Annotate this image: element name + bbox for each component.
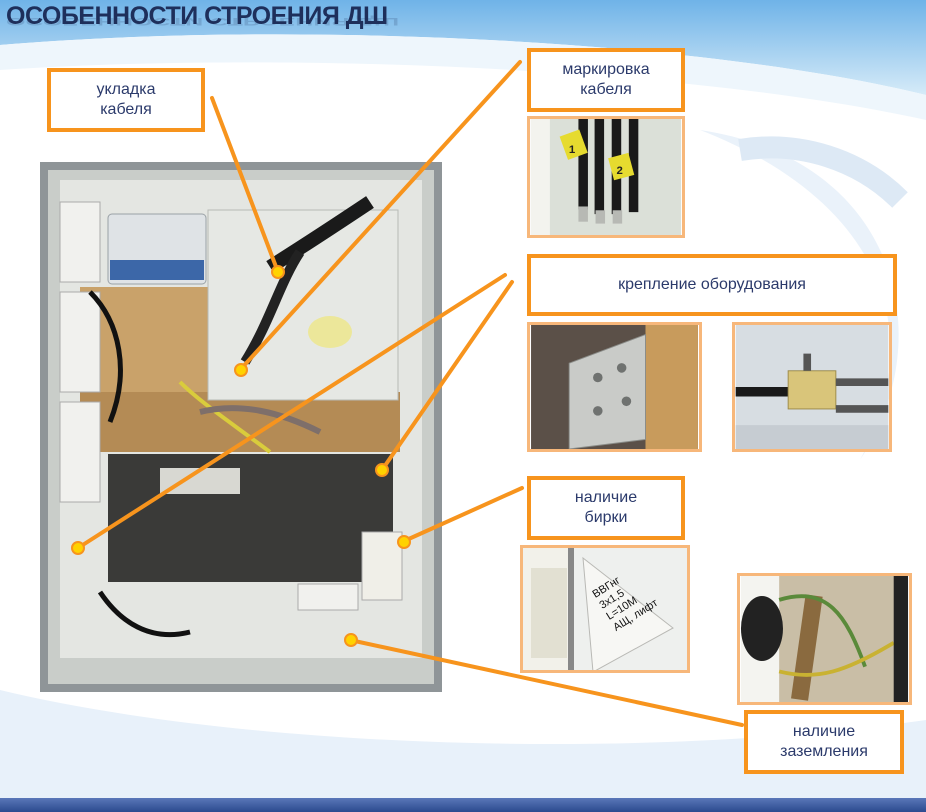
label-cable-marking-line2: кабеля bbox=[580, 81, 632, 98]
cable-tag-photo: ВВГнг 3x1,5 L=10M АЩ, лифт bbox=[520, 545, 690, 673]
equipment-mount-photo-2 bbox=[732, 322, 892, 452]
marking-number-1: 1 bbox=[569, 144, 576, 156]
marker-dot-cable-laying bbox=[271, 265, 285, 279]
label-cable-marking: маркировка кабеля bbox=[527, 48, 685, 112]
label-cable-laying: укладка кабеля bbox=[47, 68, 205, 132]
label-grounding-line1: наличие bbox=[792, 723, 856, 740]
label-grounding-line2: заземления bbox=[780, 743, 868, 760]
marker-dot-mount-left bbox=[71, 541, 85, 555]
label-cable-laying-line2: кабеля bbox=[100, 101, 152, 118]
label-cable-marking-line1: маркировка bbox=[562, 61, 650, 78]
marker-dot-mount-right bbox=[375, 463, 389, 477]
cabinet-photo bbox=[40, 162, 442, 692]
label-cable-laying-line1: укладка bbox=[96, 81, 156, 98]
marker-dot-tag bbox=[397, 535, 411, 549]
label-equipment-mount: крепление оборудования bbox=[527, 254, 897, 316]
label-tag-presence-line1: наличие bbox=[574, 489, 638, 506]
marking-number-2: 2 bbox=[616, 165, 622, 177]
label-grounding-presence: наличие заземления bbox=[744, 710, 904, 774]
page-title: ОСОБЕННОСТИ СТРОЕНИЯ ДШ bbox=[6, 2, 388, 30]
marker-dot-cable-marking bbox=[234, 363, 248, 377]
bottom-bar bbox=[0, 798, 926, 812]
label-tag-presence-line2: бирки bbox=[584, 509, 628, 526]
label-equipment-mount-text: крепление оборудования bbox=[618, 276, 806, 293]
label-tag-presence: наличие бирки bbox=[527, 476, 685, 540]
marker-dot-grounding bbox=[344, 633, 358, 647]
cable-marking-photo: 1 2 bbox=[527, 116, 685, 238]
equipment-mount-photo-1 bbox=[527, 322, 702, 452]
grounding-photo bbox=[737, 573, 912, 705]
